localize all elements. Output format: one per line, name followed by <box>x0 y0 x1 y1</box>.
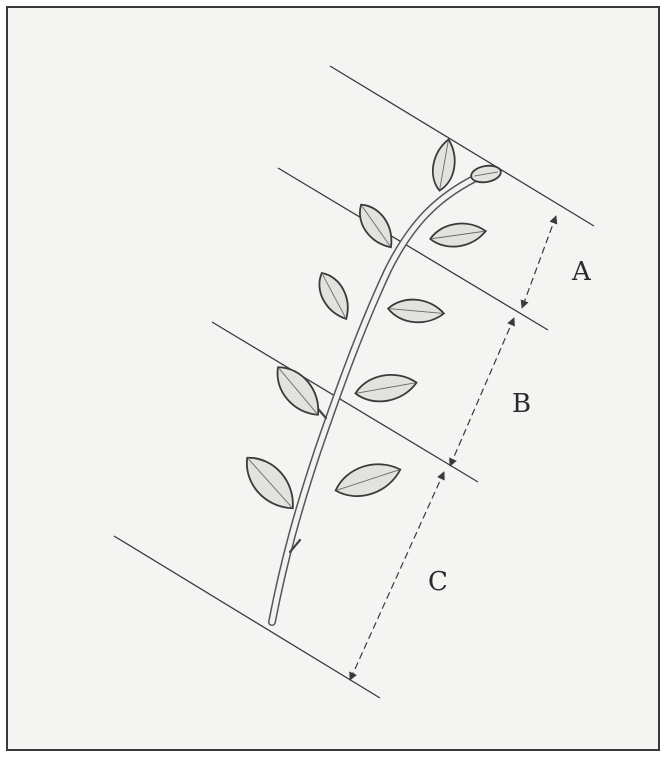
leaf-upper-left <box>352 198 400 254</box>
leaf-bottom-right <box>331 456 404 504</box>
dimension-arrow-b <box>450 318 514 466</box>
leaf-lower-right <box>353 370 418 406</box>
guide-line-bottom <box>114 536 380 698</box>
guide-lines <box>114 66 594 698</box>
leaf-middle-right <box>387 297 445 324</box>
leaf-middle-left <box>312 268 356 324</box>
leaf-bottom-left <box>236 448 304 519</box>
label-a: A <box>571 257 592 287</box>
leaf-upper-right <box>429 220 488 250</box>
leaf-top <box>429 138 459 193</box>
leaf-lower-left <box>268 359 329 424</box>
guide-line-top <box>330 66 594 226</box>
label-c: C <box>428 567 448 597</box>
leaf-top-bud <box>470 164 502 185</box>
label-b: B <box>512 389 531 419</box>
dimension-arrow-a <box>522 216 556 308</box>
plant-leaves <box>236 138 502 519</box>
